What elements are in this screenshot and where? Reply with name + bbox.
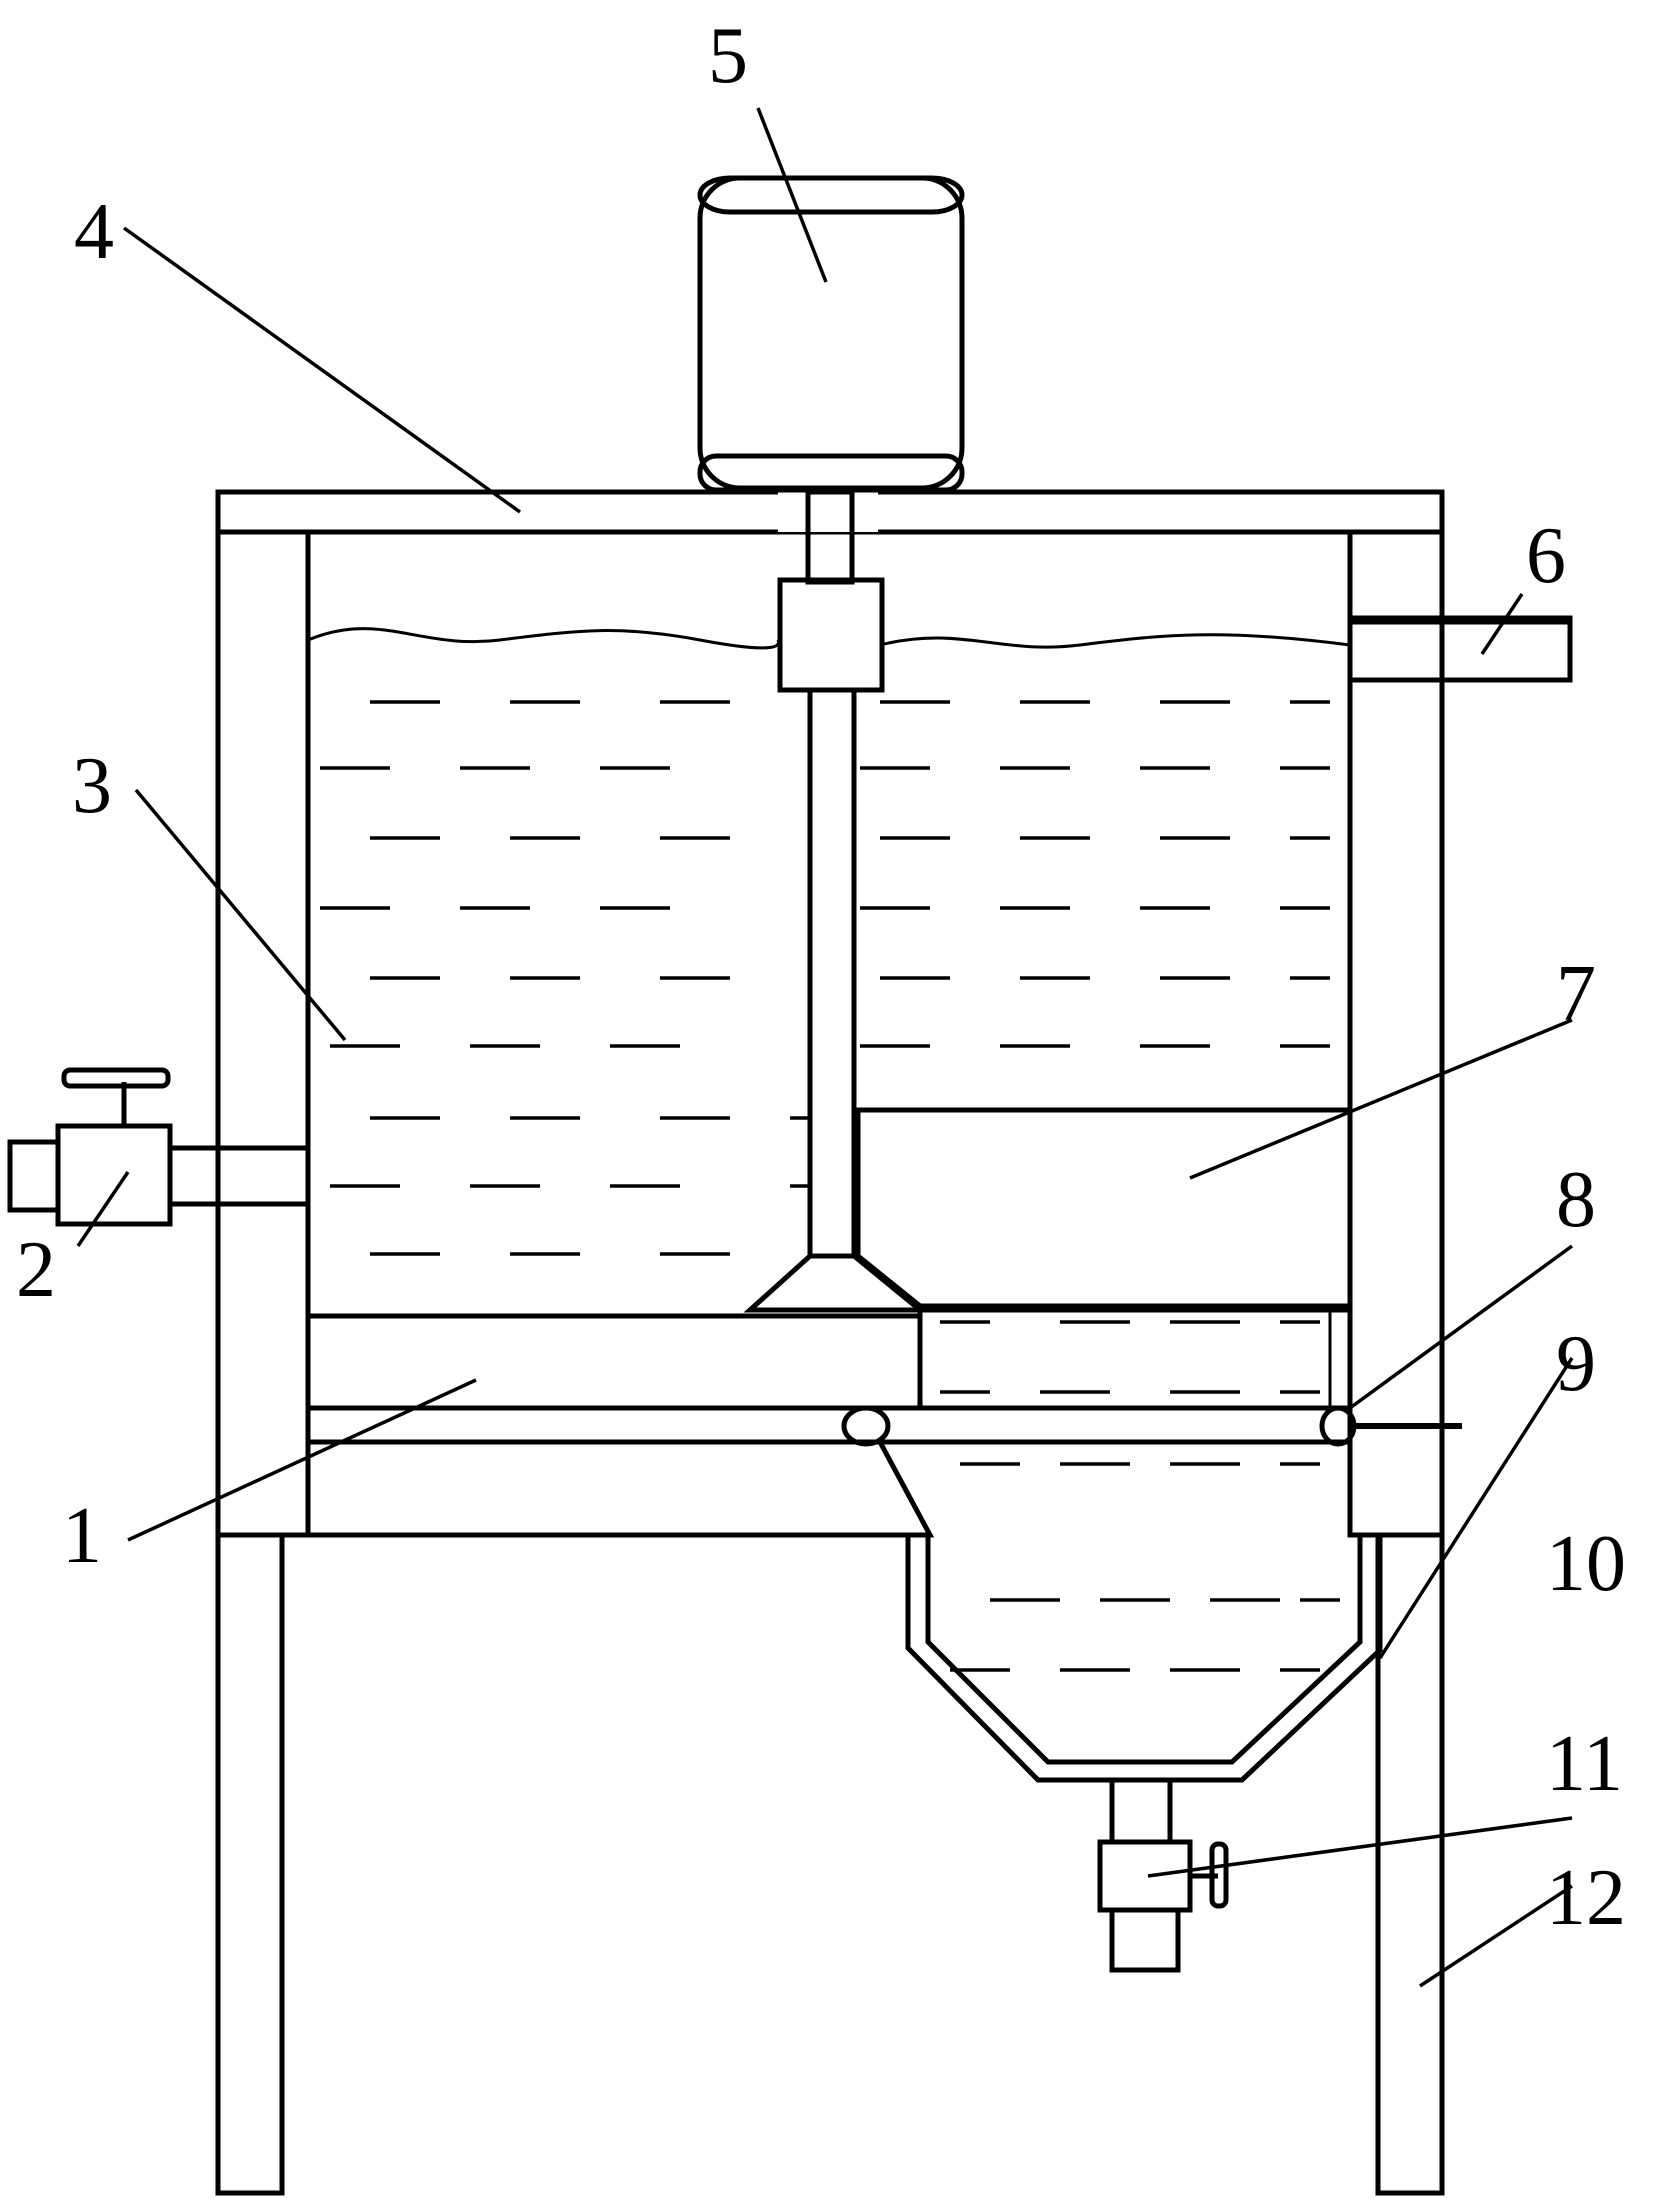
liquid-surface: [307, 627, 1351, 650]
motor: [697, 175, 965, 491]
side-valve-handle: [61, 1067, 171, 1089]
outlet-valve-handle: [1209, 1841, 1229, 1909]
liquid-dashes: [320, 700, 1330, 1256]
label-10: 10: [1546, 1520, 1626, 1608]
leg-right: [1375, 1532, 1445, 2196]
label-3: 3: [72, 742, 112, 830]
side-valve-body: [55, 1123, 173, 1227]
outlet-valve: [1097, 1839, 1193, 1913]
label-1: 1: [62, 1492, 102, 1580]
seal-ring-left: [841, 1405, 891, 1447]
leader-lines: [76, 107, 1574, 1988]
filter-screen-drawer: [305, 1405, 1353, 1445]
filter-block: [855, 1107, 1353, 1309]
shaft-coupling: [777, 577, 885, 693]
label-8: 8: [1556, 1156, 1596, 1244]
label-11: 11: [1546, 1720, 1623, 1808]
lower-plate-top: [305, 1313, 923, 1411]
label-9: 9: [1556, 1320, 1596, 1408]
tank-wall-left: [215, 529, 311, 1538]
label-12: 12: [1546, 1854, 1626, 1942]
outlet-pipe: [1109, 1777, 1173, 1845]
outlet-spout: [1109, 1907, 1181, 1973]
inlet-pipe: [1347, 615, 1573, 683]
label-2: 2: [16, 1226, 56, 1314]
label-4: 4: [74, 188, 114, 276]
label-7: 7: [1556, 950, 1596, 1038]
label-6: 6: [1526, 512, 1566, 600]
side-valve-cap: [7, 1139, 61, 1213]
collection-hopper: [905, 1532, 1383, 1783]
label-5: 5: [708, 12, 748, 100]
lower-plate-bottom: [305, 1439, 935, 1538]
leg-left: [215, 1532, 285, 2196]
side-pipe: [167, 1145, 311, 1207]
